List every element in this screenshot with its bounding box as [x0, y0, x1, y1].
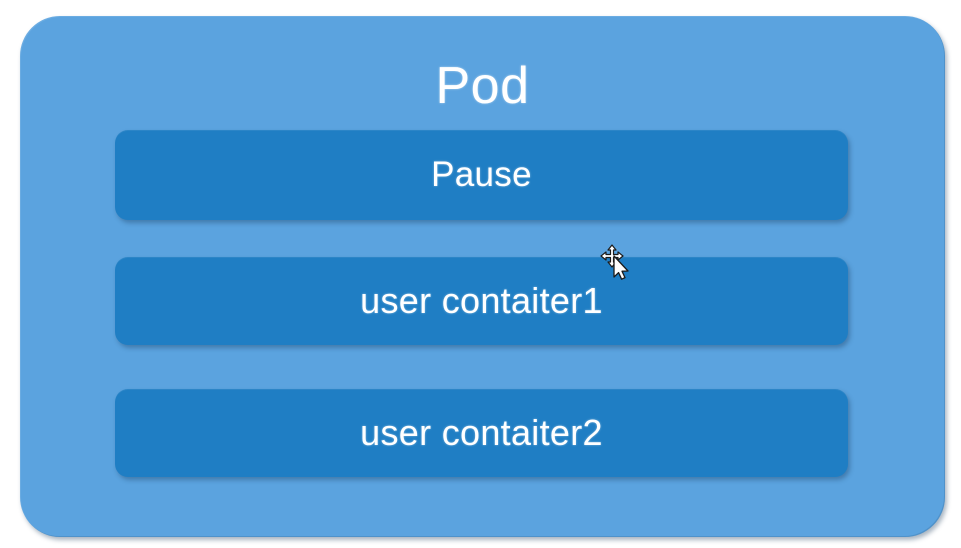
container-box-user-1[interactable]: user contaiter1	[115, 257, 848, 345]
pod-title: Pod	[435, 57, 530, 115]
container-box-pause[interactable]: Pause	[115, 130, 848, 220]
container-label-user-2: user contaiter2	[360, 412, 603, 453]
pod-outer-box[interactable]: Pod Pause user contaiter1 user contaiter…	[20, 16, 945, 537]
container-box-user-2[interactable]: user contaiter2	[115, 389, 848, 477]
container-label-user-1: user contaiter1	[360, 280, 603, 321]
container-label-pause: Pause	[431, 155, 532, 194]
